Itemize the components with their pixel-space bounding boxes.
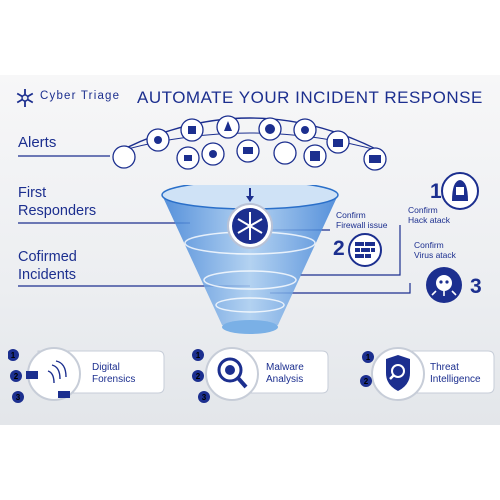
alerts-label: Alerts <box>18 134 57 151</box>
tool-label-line1: Malware <box>266 362 304 373</box>
step-number: 1 <box>11 351 16 360</box>
step-number: 3 <box>16 393 21 402</box>
tool-label-line1: Threat <box>430 362 459 373</box>
confirm-number: 2 <box>333 237 345 260</box>
confirm-number: 1 <box>430 180 442 203</box>
malware-analysis-graphic: 1 2 3 <box>192 347 329 403</box>
page-title: AUTOMATE YOUR INCIDENT RESPONSE <box>137 88 483 107</box>
tool-label-line2: Forensics <box>92 374 136 385</box>
alert-icons-row <box>112 115 387 171</box>
confirm-line2: Virus atack <box>414 250 456 260</box>
tool-label-line1: Digital <box>92 362 120 373</box>
confirm-line2: Hack atack <box>408 215 451 225</box>
firewall-icon <box>348 233 382 267</box>
tool-label-line2: Intelligence <box>430 374 481 385</box>
step-number: 2 <box>364 377 369 386</box>
virus-icon <box>426 267 462 303</box>
first-responders-label-line2: Responders <box>18 203 97 219</box>
confirm-line1: Confirm <box>408 205 438 215</box>
infographic: Cyber Triage AUTOMATE YOUR INCIDENT RESP… <box>0 75 500 425</box>
confirm-number: 3 <box>470 275 482 298</box>
brand-name: Cyber Triage <box>40 90 121 102</box>
step-number: 3 <box>202 393 207 402</box>
confirmed-incidents-label-line2: Incidents <box>18 267 77 283</box>
confirmed-incidents-label-line1: Cofirmed <box>18 249 77 265</box>
step-number: 1 <box>196 351 201 360</box>
step-number: 2 <box>14 372 19 381</box>
threat-intelligence-graphic: 1 2 <box>360 347 495 401</box>
cyber-triage-logo-icon <box>16 89 34 107</box>
step-number: 2 <box>196 372 201 381</box>
confirm-line1: Confirm <box>336 210 366 220</box>
step-number: 1 <box>366 353 371 362</box>
confirm-line2: Firewall issue <box>336 220 388 230</box>
hacker-icon <box>441 172 479 210</box>
tool-label-line2: Analysis <box>266 374 304 385</box>
digital-forensics-graphic: 1 2 3 <box>8 347 165 403</box>
confirm-line1: Confirm <box>414 240 444 250</box>
triage-badge <box>227 188 273 249</box>
first-responders-label-line1: First <box>18 185 47 201</box>
